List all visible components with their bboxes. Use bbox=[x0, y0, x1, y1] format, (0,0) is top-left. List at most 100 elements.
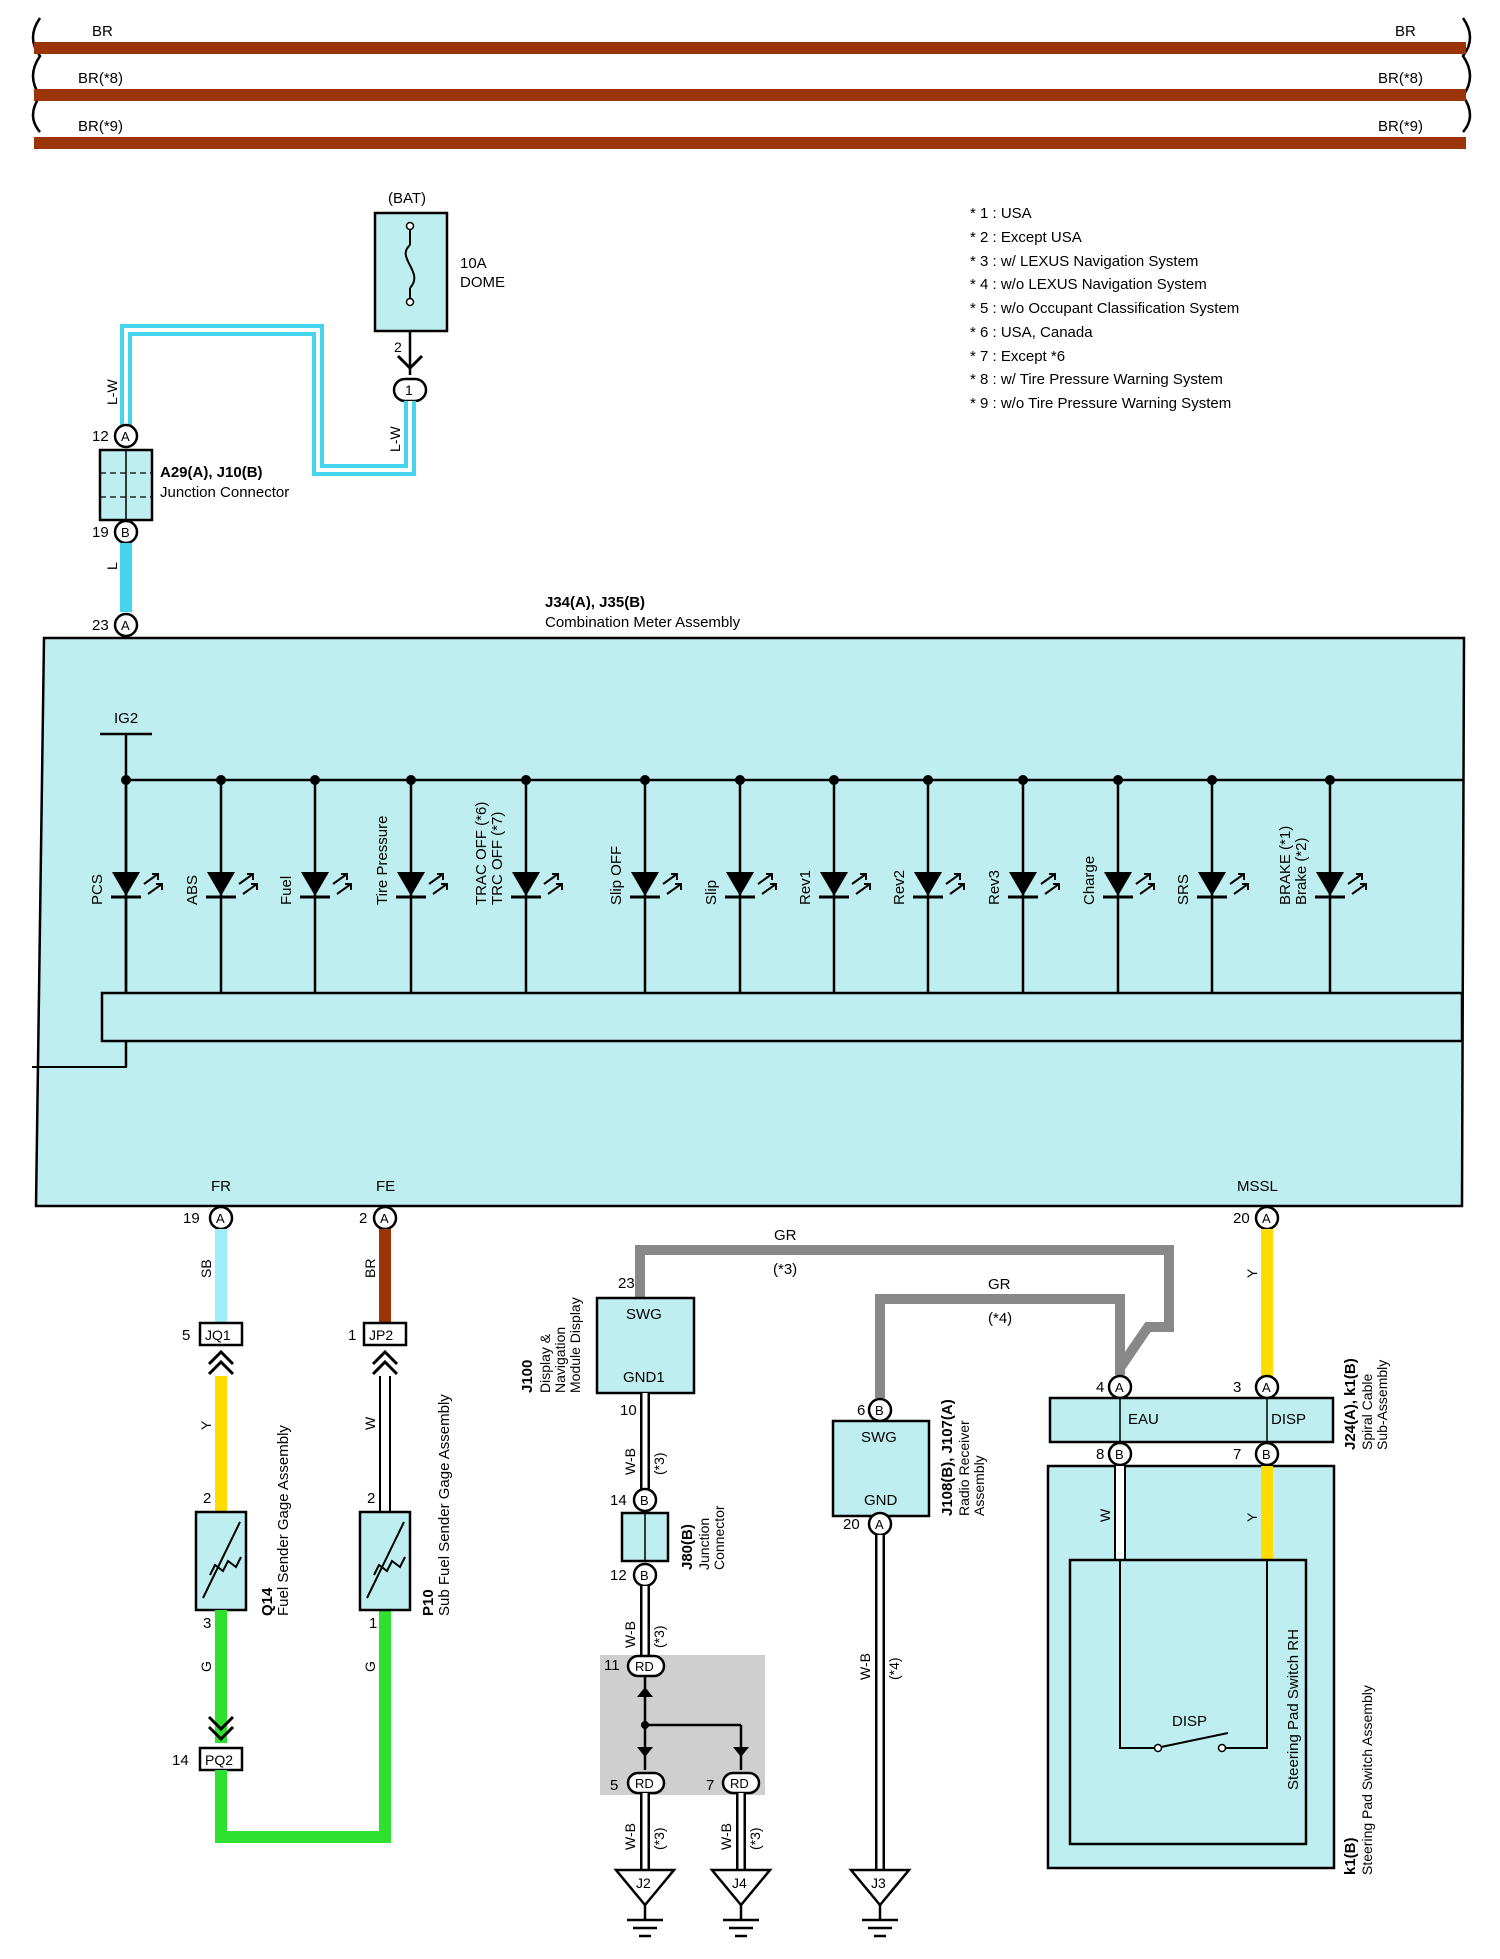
lamp-label: SRS bbox=[1175, 874, 1192, 905]
p10-name: Sub Fuel Sender Gage Assembly bbox=[436, 1394, 453, 1616]
fuse-pin: 2 bbox=[394, 339, 402, 355]
q14-variable-resistor-icon bbox=[202, 1521, 242, 1599]
spiral-pin-w-label: B bbox=[1115, 1447, 1124, 1462]
wire-l-w-label-right: L-W bbox=[387, 426, 403, 452]
note-8: * 8 : w/ Tire Pressure Warning System bbox=[970, 371, 1223, 388]
fuse-rating: 10A bbox=[460, 255, 487, 272]
lamp-label: ABS bbox=[184, 875, 201, 905]
meter-ig-label: IG2 bbox=[114, 710, 138, 727]
wire-w-steer-label: W bbox=[1097, 1508, 1113, 1522]
wire-wb-4-note: (*3) bbox=[747, 1827, 763, 1850]
jp2-connector bbox=[362, 1321, 408, 1347]
rd-node bbox=[641, 1721, 649, 1729]
led-icon bbox=[301, 872, 329, 896]
steering-name: Steering Pad Switch Assembly bbox=[1359, 1685, 1375, 1875]
ground-j4-icon bbox=[723, 1918, 759, 1938]
wire-br-label: BR bbox=[362, 1259, 378, 1278]
wire-l-w: L-W L-W bbox=[104, 324, 416, 476]
wire-wb-1-note: (*3) bbox=[651, 1452, 667, 1475]
j80-pin-top-label: B bbox=[640, 1493, 649, 1508]
lamp-label: Charge bbox=[1081, 856, 1098, 905]
wire-g-right-label: G bbox=[362, 1661, 378, 1672]
led-icon bbox=[1198, 872, 1226, 896]
ground-j3-icon bbox=[862, 1918, 898, 1938]
j108-id: J108(B), J107(A) bbox=[939, 1399, 956, 1516]
a29-pin-top: 12 bbox=[92, 428, 109, 445]
led-icon bbox=[207, 872, 235, 896]
display-j100: 23 SWG GND1 J100 Display & Navigation Mo… bbox=[519, 1275, 696, 1489]
p10-id: P10 bbox=[420, 1589, 437, 1616]
j108-name-2: Assembly bbox=[971, 1455, 987, 1516]
meter-pin-in: 23 bbox=[92, 617, 109, 634]
harness-label-3-right: BR(*9) bbox=[1378, 118, 1423, 135]
ground-j2-icon bbox=[627, 1918, 663, 1938]
jq1-connector bbox=[198, 1321, 244, 1347]
j108-pin-gnd-label: A bbox=[875, 1517, 884, 1532]
rd-top-label: RD bbox=[635, 1659, 654, 1674]
lamp-node bbox=[121, 775, 131, 785]
spiral-pin-y: 7 bbox=[1233, 1446, 1241, 1463]
lamp-column: Slip bbox=[703, 775, 777, 993]
fuse-dome: (BAT) 10A DOME 2 1 bbox=[373, 190, 505, 403]
j100-name-2: Navigation bbox=[552, 1327, 568, 1393]
spiral-box bbox=[1048, 1396, 1335, 1444]
switch-left-lead bbox=[1119, 1560, 1155, 1749]
note-5: * 5 : w/o Occupant Classification System bbox=[970, 300, 1239, 317]
lamp-column: TRAC OFF (*6)TRC OFF (*7) bbox=[473, 775, 563, 993]
jq1-chevron-icon bbox=[207, 1349, 235, 1376]
ground-j3-triangle bbox=[848, 1868, 912, 1907]
lamp-label: Rev3 bbox=[986, 870, 1003, 905]
lamp-node bbox=[406, 775, 416, 785]
led-icon bbox=[631, 872, 659, 896]
combination-meter: 23 A B J34(A), J35(B) Combination Meter … bbox=[32, 594, 1466, 1208]
harness-label-2-right: BR(*8) bbox=[1378, 70, 1423, 87]
led-light-rays-icon bbox=[238, 873, 258, 895]
led-light-rays-icon bbox=[143, 873, 163, 895]
ground-j4-label: J4 bbox=[732, 1875, 747, 1891]
fr-pin: 19 bbox=[183, 1210, 200, 1227]
j100-name-3: Module Display bbox=[567, 1297, 583, 1393]
lamp-label: Slip bbox=[703, 880, 720, 905]
note-6: * 6 : USA, Canada bbox=[970, 324, 1093, 341]
led-light-rays-icon bbox=[332, 873, 352, 895]
lamp-column: Slip OFF bbox=[608, 775, 682, 993]
wire-g-bottom bbox=[215, 1610, 391, 1843]
q14-pin-bottom: 3 bbox=[203, 1615, 211, 1632]
p10-pin-bottom: 1 bbox=[369, 1615, 377, 1632]
j108-swg: SWG bbox=[861, 1429, 897, 1446]
led-icon bbox=[112, 872, 140, 896]
p10-pin-top: 2 bbox=[367, 1490, 375, 1507]
j80-pin-bottom: 12 bbox=[610, 1567, 627, 1584]
fuse-terminal-top bbox=[405, 221, 415, 231]
lamp-column: ABS bbox=[184, 775, 258, 993]
lamp-column: Fuel bbox=[278, 775, 352, 993]
lamp-column: Rev2 bbox=[891, 775, 965, 993]
led-light-rays-icon bbox=[757, 873, 777, 895]
wire-wb-4-label: W-B bbox=[718, 1823, 734, 1850]
led-light-rays-icon bbox=[428, 873, 448, 895]
jq1-pin: 5 bbox=[182, 1327, 190, 1344]
meter-pin-in-label: A bbox=[121, 618, 130, 633]
lamp-node bbox=[1113, 775, 1123, 785]
led-icon bbox=[397, 872, 425, 896]
wire-wb-2-note: (*3) bbox=[651, 1625, 667, 1648]
j108-gnd: GND bbox=[864, 1492, 898, 1509]
lamp-column: BRAKE (*1)Brake (*2) bbox=[1277, 775, 1367, 993]
led-light-rays-icon bbox=[543, 873, 563, 895]
rd-pin-top: 11 bbox=[604, 1657, 620, 1674]
junction-a29: 12 A A29(A), J10(B) Junction Connector 1… bbox=[92, 423, 289, 612]
lamp-node bbox=[640, 775, 650, 785]
j100-name-1: Display & bbox=[537, 1333, 553, 1393]
lamp-node bbox=[923, 775, 933, 785]
lamp-column: PCS bbox=[89, 775, 163, 993]
pq2-pin: 14 bbox=[172, 1752, 189, 1769]
j80-pin-bottom-label: B bbox=[640, 1568, 649, 1583]
gr-wire-radio-label: GR bbox=[988, 1276, 1011, 1293]
lamp-node bbox=[829, 775, 839, 785]
j108-name-1: Radio Receiver bbox=[956, 1420, 972, 1516]
j100-swg: SWG bbox=[626, 1306, 662, 1323]
lamp-label: TRAC OFF (*6) bbox=[473, 802, 490, 905]
jp2-pin: 1 bbox=[348, 1327, 356, 1344]
lamp-label: Rev1 bbox=[797, 870, 814, 905]
